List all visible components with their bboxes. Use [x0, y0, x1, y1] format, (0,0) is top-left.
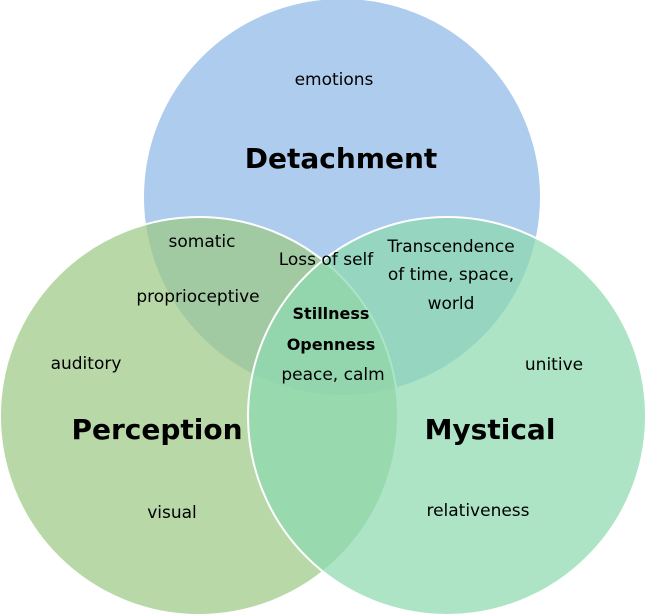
item-transcendence-line-3: world — [428, 294, 475, 314]
item-peace-calm: peace, calm — [281, 365, 384, 385]
item-openness: Openness — [287, 335, 376, 354]
mystical-circle — [247, 216, 646, 615]
item-transcendence-line-2: of time, space, — [388, 265, 514, 285]
item-proprioceptive: proprioceptive — [136, 287, 259, 307]
item-somatic: somatic — [169, 232, 236, 252]
item-stillness: Stillness — [293, 304, 370, 323]
item-auditory: auditory — [51, 354, 122, 374]
mystical-label: Mystical — [425, 413, 556, 446]
item-unitive: unitive — [525, 355, 583, 375]
perception-label: Perception — [71, 413, 242, 446]
item-relativeness: relativeness — [426, 501, 529, 521]
item-visual: visual — [147, 503, 197, 523]
item-emotions: emotions — [295, 70, 374, 90]
item-transcendence-line-1: Transcendence — [386, 237, 514, 257]
detachment-label: Detachment — [245, 142, 438, 175]
item-loss-of-self: Loss of self — [279, 250, 375, 270]
